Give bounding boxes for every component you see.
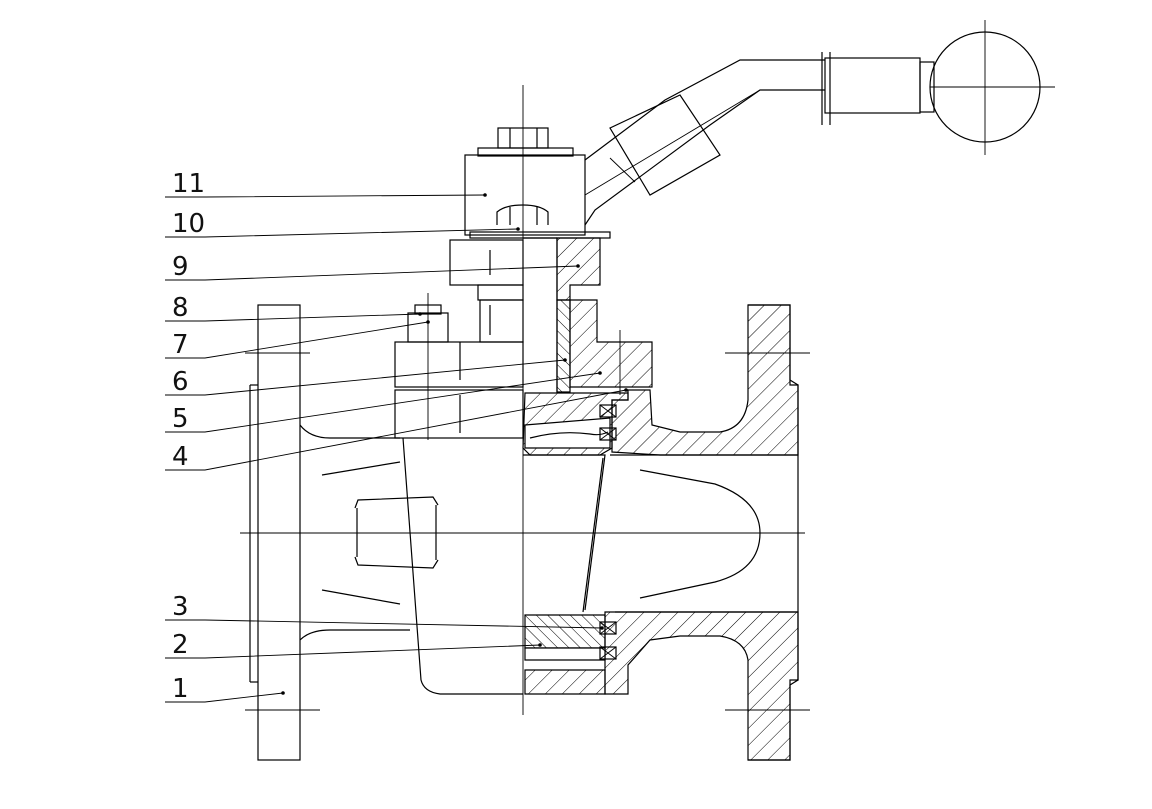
- part-label-6: 6: [172, 367, 189, 397]
- leader-lines: [165, 193, 628, 703]
- part-label-5: 5: [172, 404, 189, 434]
- part-label-9: 9: [172, 252, 189, 282]
- part-label-11: 11: [172, 169, 205, 199]
- part-label-7: 7: [172, 330, 189, 360]
- part-labels: 11 10 9 8 7 6 5 4 3 2 1: [172, 169, 205, 704]
- right-section: [522, 237, 810, 761]
- stem-gland: [449, 239, 524, 343]
- seal-rings: [599, 404, 617, 660]
- part-label-1: 1: [172, 674, 189, 704]
- left-body: [299, 424, 523, 695]
- part-label-4: 4: [172, 442, 189, 472]
- part-label-10: 10: [172, 209, 205, 239]
- part-label-2: 2: [172, 630, 189, 660]
- part-label-8: 8: [172, 293, 189, 323]
- part-label-3: 3: [172, 592, 189, 622]
- bonnet: [394, 293, 524, 440]
- left-flange: [245, 304, 320, 761]
- lever-handle: [584, 20, 1055, 226]
- handle-head: [464, 127, 611, 239]
